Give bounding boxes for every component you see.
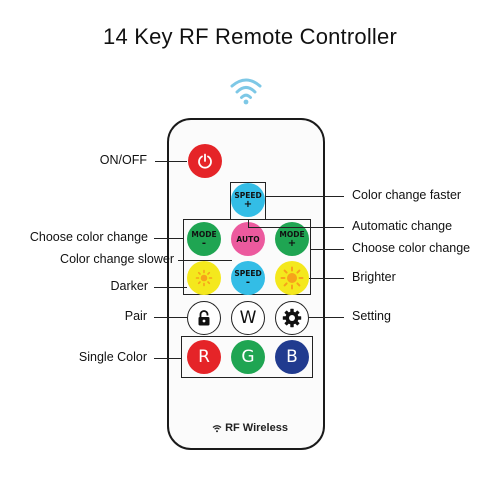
callout-brighter: Brighter [352, 270, 396, 284]
leader-brighter [309, 278, 344, 279]
leader-choose-right [311, 249, 344, 250]
leader-pair [154, 317, 187, 318]
lock-icon [198, 310, 210, 326]
speed-up-symbol: + [243, 198, 253, 210]
callout-automatic-change: Automatic change [352, 219, 453, 233]
mode-down-label: MODE [191, 229, 217, 239]
bright-button[interactable] [275, 261, 309, 295]
callout-darker: Darker [110, 279, 148, 293]
gear-icon [282, 308, 302, 328]
speed-down-label: SPEED [234, 268, 262, 278]
sun-small-icon [195, 269, 213, 287]
blue-button[interactable]: B [275, 340, 309, 374]
brand-text: RF Wireless [225, 422, 288, 434]
color-group-box [181, 336, 313, 378]
speed-up-box [230, 182, 266, 220]
leader-choose-left [154, 238, 183, 239]
mode-down-symbol: - [201, 237, 207, 249]
callout-choose-color-change-right: Choose color change [352, 241, 471, 255]
callout-single-color: Single Color [78, 350, 147, 364]
speed-down-symbol: - [245, 276, 251, 288]
callout-choose-color-change-left: Choose color change [29, 230, 148, 244]
speed-down-button[interactable]: SPEED - [231, 261, 265, 295]
callout-pair: Pair [124, 309, 147, 323]
sun-large-icon [280, 266, 304, 290]
callout-on-off: ON/OFF [99, 153, 147, 167]
red-label: R [198, 347, 210, 367]
speed-up-button[interactable]: SPEED + [231, 183, 265, 217]
auto-label: AUTO [236, 234, 260, 244]
leader-speed-slower [178, 260, 232, 261]
callout-color-change-slower: Color change slower [60, 252, 174, 266]
pair-button[interactable] [187, 301, 221, 335]
wireless-signal-icon [230, 78, 262, 105]
leader-automatic-change [248, 227, 344, 228]
blue-label: B [286, 347, 298, 367]
green-label: G [241, 347, 255, 367]
speed-up-label: SPEED [234, 190, 262, 200]
leader-speed-faster [266, 196, 344, 197]
leader-on-off [155, 161, 187, 162]
mode-up-label: MODE [279, 229, 305, 239]
white-label: W [239, 308, 257, 328]
dim-button[interactable] [187, 261, 221, 295]
page-title: 14 Key RF Remote Controller [103, 24, 397, 49]
leader-single-color [154, 358, 181, 359]
power-button[interactable] [188, 144, 222, 178]
leader-automatic-change-drop [248, 220, 249, 228]
mode-up-symbol: + [287, 237, 297, 249]
setting-button[interactable] [275, 301, 309, 335]
power-icon [198, 153, 212, 169]
red-button[interactable]: R [187, 340, 221, 374]
mode-down-button[interactable]: MODE - [187, 222, 221, 256]
green-button[interactable]: G [231, 340, 265, 374]
callout-color-change-faster: Color change faster [352, 188, 462, 202]
leader-darker [154, 287, 187, 288]
wifi-icon [212, 424, 222, 432]
leader-setting [309, 317, 344, 318]
callout-setting: Setting [352, 309, 391, 323]
white-button[interactable]: W [231, 301, 265, 335]
brand-label: RF Wireless [0, 422, 500, 434]
